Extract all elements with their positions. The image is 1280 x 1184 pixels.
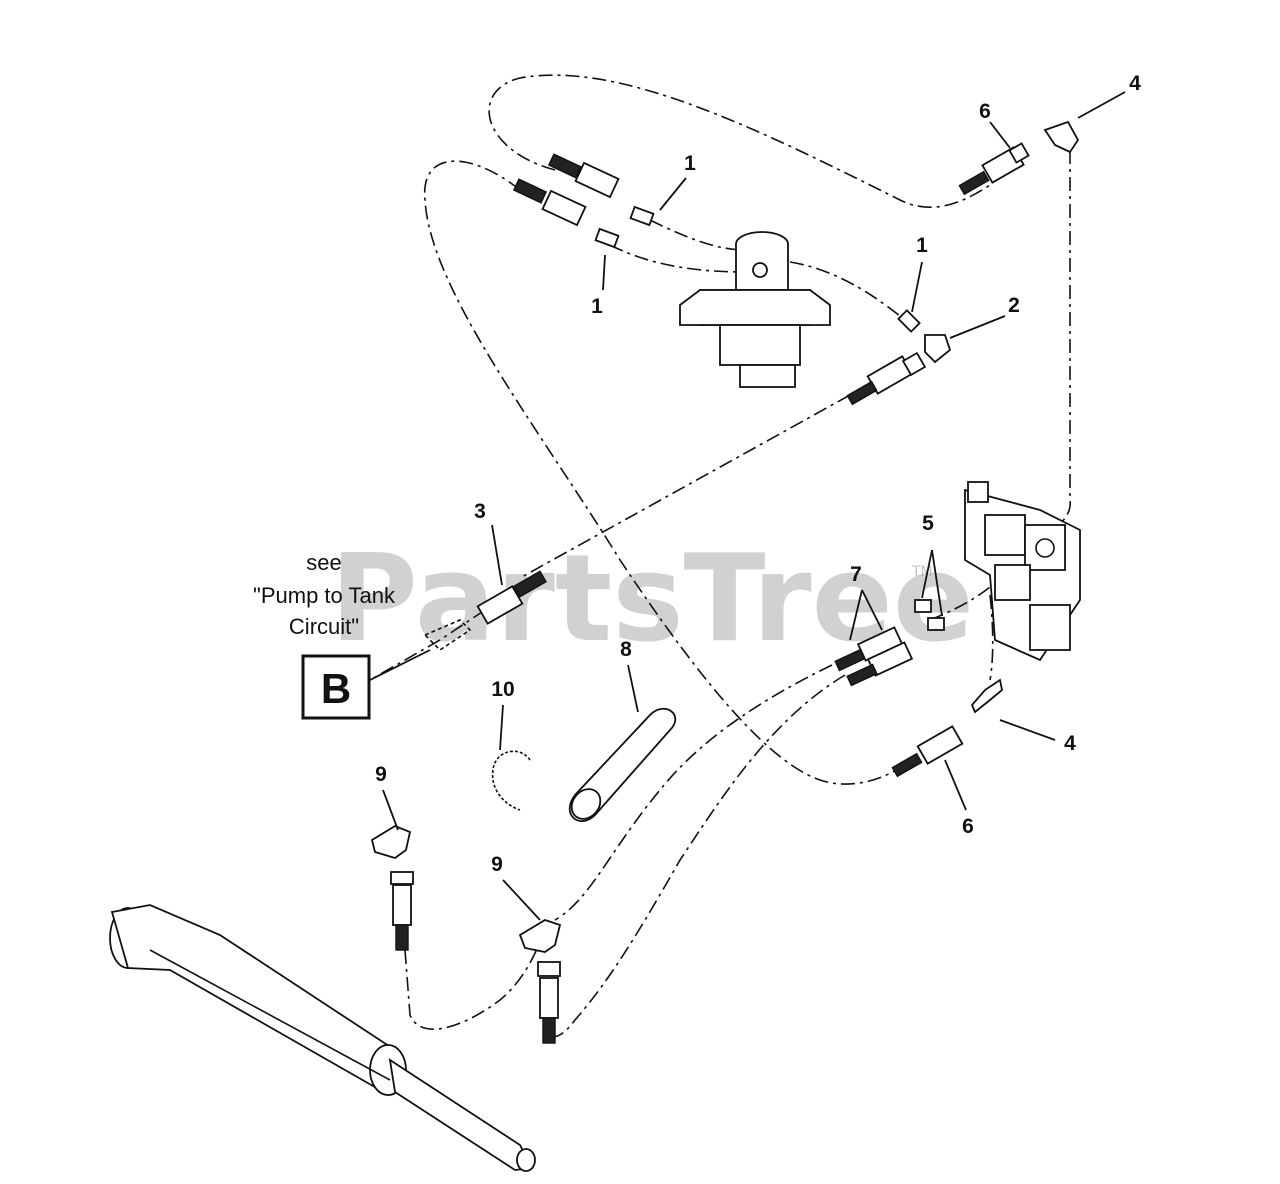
callout-9-left: 9 — [375, 763, 387, 786]
callout-6-upper: 6 — [979, 100, 991, 123]
elbow-fitting-9-left — [370, 824, 412, 859]
callout-6-lower: 6 — [962, 815, 974, 838]
adapter-fitting-5 — [914, 599, 945, 631]
hose-end-9-right — [537, 961, 561, 1044]
reference-note-line-3: Circuit" — [289, 614, 359, 639]
elbow-fitting-2 — [924, 334, 952, 364]
elbow-fitting-9-right — [518, 919, 562, 953]
control-valve — [964, 481, 1081, 662]
callout-1-lower: 1 — [591, 295, 603, 318]
reference-box — [301, 654, 371, 720]
callout-3: 3 — [474, 500, 486, 523]
elbow-fitting-4-lower — [970, 678, 1003, 714]
hose-end-upper-1 — [547, 153, 620, 199]
callout-2: 2 — [1008, 294, 1020, 317]
adapter-fitting-1b — [594, 227, 620, 249]
callout-10: 10 — [491, 678, 514, 701]
hose-end-7 — [834, 626, 914, 687]
callout-5: 5 — [922, 512, 934, 535]
hose-end-2 — [846, 351, 927, 406]
hydraulic-cylinder — [109, 904, 536, 1172]
tee-fitting-pump — [423, 619, 472, 652]
callout-8: 8 — [620, 638, 632, 661]
reference-note-line-1: see — [306, 550, 341, 575]
hose-end-6-lower — [891, 725, 964, 778]
reference-box-letter: B — [321, 665, 351, 712]
callout-7: 7 — [850, 563, 862, 586]
elbow-fitting-4-upper — [1043, 120, 1080, 154]
pump-to-tank-reference: see "Pump to Tank Circuit" B — [253, 550, 396, 720]
leader-lines — [369, 91, 1126, 921]
adapter-fitting-1a — [629, 205, 655, 227]
reference-note-line-2: "Pump to Tank — [253, 583, 396, 608]
hose-clamp-10 — [491, 750, 531, 811]
hose-end-upper-2 — [512, 178, 587, 227]
callout-4-lower: 4 — [1064, 732, 1076, 755]
protective-sleeve-8 — [568, 707, 677, 822]
hose-end-9-left — [390, 871, 414, 951]
steering-control-unit — [679, 231, 831, 388]
callout-4-upper: 4 — [1129, 72, 1141, 95]
callout-1-right: 1 — [916, 234, 928, 257]
hose-end-6-upper — [958, 142, 1030, 196]
hose-end-3 — [476, 570, 547, 625]
callout-9-right: 9 — [491, 853, 503, 876]
adapter-fitting-1c — [897, 309, 921, 333]
callout-1-upper: 1 — [684, 152, 696, 175]
